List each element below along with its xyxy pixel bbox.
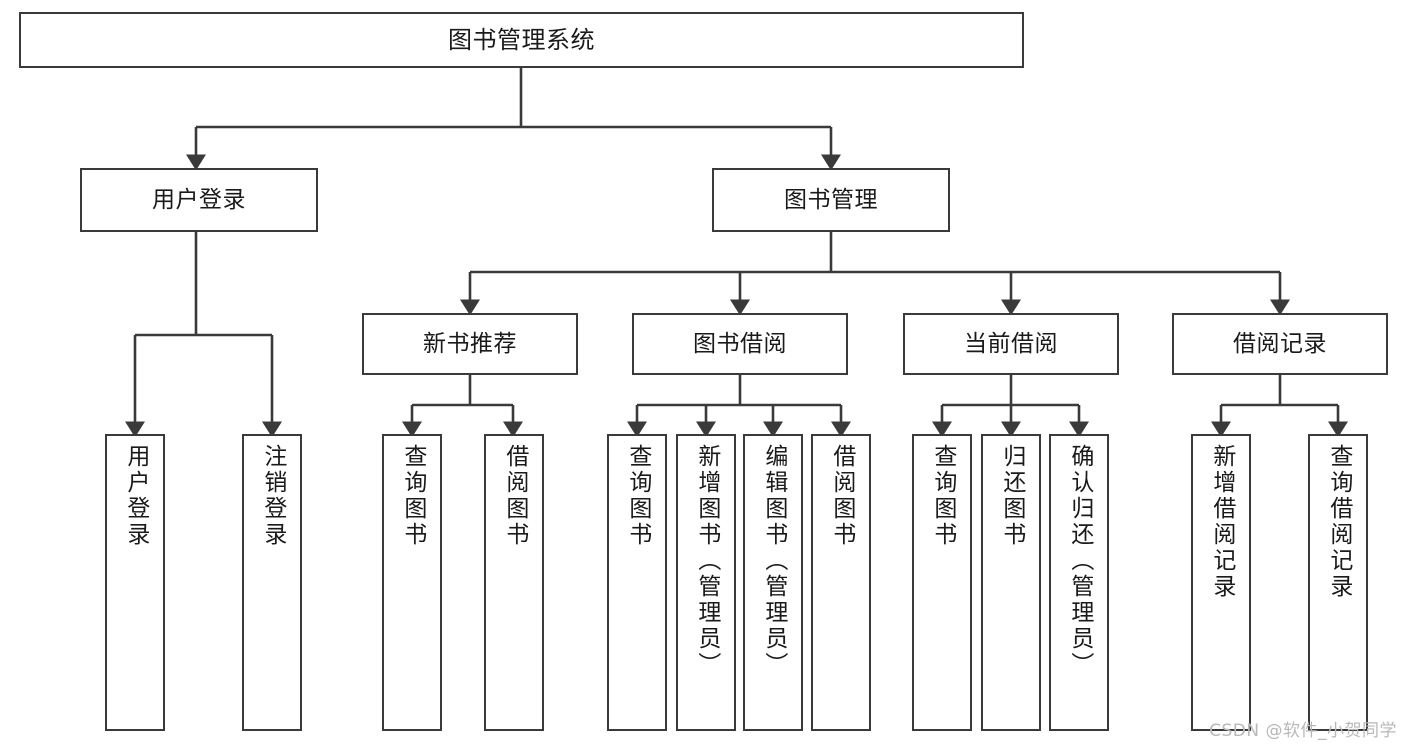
node-new-book-recommend[interactable]: 新书推荐 — [362, 313, 578, 375]
node-leaf-edit-book-admin[interactable]: 编辑图书（管理员） — [743, 434, 803, 731]
node-label: 图书借阅 — [693, 330, 787, 357]
node-label: 当前借阅 — [964, 330, 1058, 357]
node-leaf-logout[interactable]: 注销登录 — [242, 434, 302, 731]
node-label: 注销登录 — [259, 444, 286, 548]
node-leaf-user-login[interactable]: 用户登录 — [105, 434, 165, 731]
node-label: 借阅图书 — [828, 444, 855, 548]
node-leaf-add-borrow-record[interactable]: 新增借阅记录 — [1191, 434, 1251, 731]
node-label: 新增借阅记录 — [1208, 444, 1235, 600]
node-book-borrow[interactable]: 图书借阅 — [632, 313, 848, 375]
node-label: 借阅图书 — [501, 444, 528, 548]
node-label: 新书推荐 — [423, 330, 517, 357]
node-leaf-return-book[interactable]: 归还图书 — [981, 434, 1041, 731]
node-leaf-add-book-admin[interactable]: 新增图书（管理员） — [676, 434, 736, 731]
node-label: 新增图书（管理员） — [693, 444, 720, 678]
node-borrow-record[interactable]: 借阅记录 — [1172, 313, 1388, 375]
node-label: 查询图书 — [624, 444, 651, 548]
node-label: 用户登录 — [152, 186, 246, 213]
node-label: 归还图书 — [998, 444, 1025, 548]
watermark-text: CSDN @软件_小贺同学 — [1209, 721, 1397, 741]
node-leaf-borrow-book-recommend[interactable]: 借阅图书 — [484, 434, 544, 731]
node-book-management[interactable]: 图书管理 — [712, 168, 950, 232]
node-label: 用户登录 — [122, 444, 149, 548]
node-leaf-query-borrow-record[interactable]: 查询借阅记录 — [1308, 434, 1368, 731]
node-current-borrow[interactable]: 当前借阅 — [903, 313, 1119, 375]
node-label: 确认归还（管理员） — [1066, 444, 1093, 678]
node-label: 图书管理系统 — [448, 26, 595, 54]
node-label: 查询借阅记录 — [1325, 444, 1352, 600]
node-label: 查询图书 — [399, 444, 426, 548]
node-label: 借阅记录 — [1233, 330, 1327, 357]
node-leaf-query-book-current[interactable]: 查询图书 — [912, 434, 972, 731]
node-label: 查询图书 — [929, 444, 956, 548]
node-user-login[interactable]: 用户登录 — [80, 168, 318, 232]
node-label: 编辑图书（管理员） — [760, 444, 787, 678]
node-leaf-borrow-book[interactable]: 借阅图书 — [811, 434, 871, 731]
node-leaf-confirm-return-admin[interactable]: 确认归还（管理员） — [1049, 434, 1109, 731]
node-leaf-query-book-recommend[interactable]: 查询图书 — [382, 434, 442, 731]
node-leaf-query-book-borrow[interactable]: 查询图书 — [607, 434, 667, 731]
node-root-system[interactable]: 图书管理系统 — [19, 12, 1024, 68]
node-label: 图书管理 — [784, 186, 878, 213]
